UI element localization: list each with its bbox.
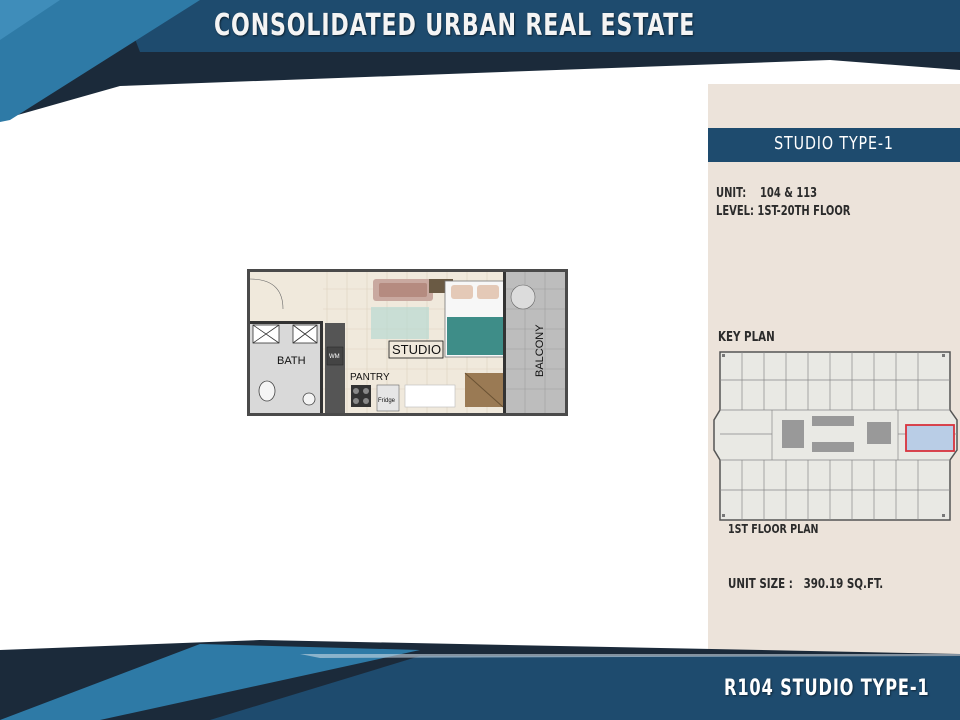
footer-title: R104 STUDIO TYPE-1	[724, 676, 930, 701]
unit-size-value: 390.19 SQ.FT.	[803, 577, 884, 592]
floor-plan-drawing: BATH WM PANTRY Fridge STUDIO BALCONY	[247, 269, 568, 416]
room-label-balcony: BALCONY	[534, 324, 546, 377]
unit-type-title: STUDIO TYPE-1	[774, 133, 894, 154]
room-label-wm: WM	[329, 354, 340, 360]
room-label-pantry: PANTRY	[350, 372, 390, 383]
footer-banner	[0, 640, 960, 720]
unit-label: UNIT:	[716, 186, 747, 201]
level-value: 1ST-20TH FLOOR	[757, 204, 851, 219]
level-label: LEVEL:	[716, 204, 754, 219]
room-label-bath: BATH	[277, 355, 306, 367]
unit-size-label: UNIT SIZE :	[728, 577, 793, 592]
key-plan-drawing	[712, 350, 958, 522]
key-plan-highlight	[905, 424, 955, 452]
key-plan-label: KEY PLAN	[718, 330, 775, 345]
unit-type-bar: STUDIO TYPE-1	[708, 128, 960, 162]
room-label-fridge: Fridge	[378, 398, 396, 404]
unit-value: 104 & 113	[759, 186, 818, 201]
key-plan-caption: 1ST FLOOR PLAN	[728, 522, 819, 536]
unit-line: UNIT: 104 & 113	[716, 186, 817, 201]
level-line: LEVEL: 1ST-20TH FLOOR	[716, 204, 850, 219]
header-banner	[0, 0, 960, 122]
room-label-studio: STUDIO	[392, 342, 441, 357]
unit-size-line: UNIT SIZE : 390.19 SQ.FT.	[728, 577, 883, 592]
brand-title: CONSOLIDATED URBAN REAL ESTATE	[214, 8, 696, 43]
